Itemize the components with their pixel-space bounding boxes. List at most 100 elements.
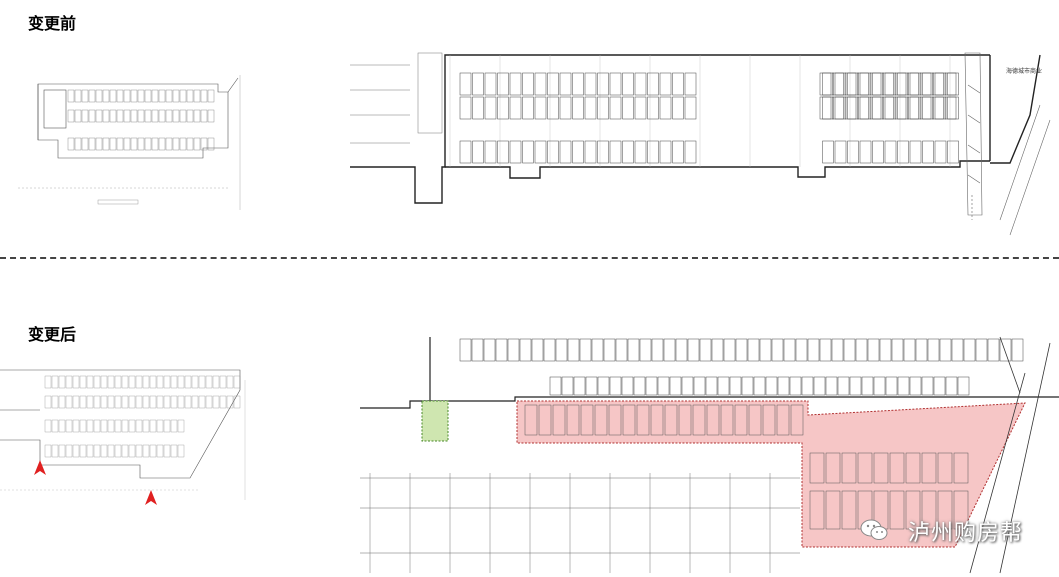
parking-stall: [572, 72, 584, 96]
parking-stall: [151, 137, 159, 151]
parking-stall: [953, 452, 969, 484]
parking-stall: [584, 96, 597, 120]
parking-stall: [130, 109, 138, 123]
parking-stall: [200, 109, 208, 123]
parking-stall: [86, 419, 94, 433]
parking-stall: [844, 72, 857, 96]
parking-stall: [934, 72, 947, 96]
parking-stall: [226, 375, 234, 389]
parking-stall: [165, 109, 173, 123]
parking-stall: [114, 395, 122, 409]
parking-stall: [100, 375, 108, 389]
parking-stall: [597, 72, 609, 96]
parking-stall: [844, 96, 857, 120]
parking-stall: [198, 395, 206, 409]
parking-stall: [720, 404, 734, 436]
parking-stall: [184, 375, 192, 389]
parking-stall: [100, 419, 108, 433]
parking-stall: [748, 404, 762, 436]
parking-stall: [921, 452, 937, 484]
parking-stall: [622, 404, 636, 436]
parking-stall: [128, 395, 136, 409]
parking-stall: [193, 89, 201, 103]
parking-stall: [735, 338, 748, 362]
parking-stall: [825, 490, 841, 530]
parking-stall: [869, 96, 882, 120]
parking-stall: [585, 376, 598, 396]
parking-stall: [723, 338, 736, 362]
parking-stall: [849, 376, 862, 396]
parking-stall: [130, 137, 138, 151]
parking-stall: [128, 375, 136, 389]
parking-stall: [891, 338, 904, 362]
parking-stall: [142, 444, 150, 458]
parking-stall: [522, 140, 534, 164]
parking-stall: [51, 419, 59, 433]
parking-stall: [51, 375, 59, 389]
parking-stall: [555, 338, 568, 362]
parking-stall: [219, 375, 227, 389]
parking-stall: [114, 419, 122, 433]
parking-stall: [717, 376, 730, 396]
parking-stall: [819, 338, 832, 362]
parking-stall: [947, 72, 959, 96]
parking-stall: [795, 338, 808, 362]
parking-stall: [919, 72, 932, 96]
parking-stall: [944, 72, 957, 96]
parking-stall: [609, 376, 622, 396]
parking-stall: [627, 338, 640, 362]
parking-stall: [509, 72, 522, 96]
parking-stall: [79, 395, 87, 409]
parking-stall: [684, 72, 697, 96]
parking-stall: [608, 404, 622, 436]
parking-stall: [651, 338, 664, 362]
parking-stall: [822, 96, 834, 120]
parking-stall: [107, 444, 115, 458]
parking-stall: [872, 96, 884, 120]
parking-stall: [855, 338, 868, 362]
parking-stall: [566, 404, 580, 436]
parking-stall: [67, 137, 75, 151]
parking-stall: [538, 404, 552, 436]
parking-stall: [621, 376, 634, 396]
parking-stall: [102, 89, 110, 103]
parking-stall: [987, 338, 1000, 362]
parking-stall: [580, 404, 594, 436]
parking-stall: [128, 444, 136, 458]
parking-stall: [472, 140, 484, 164]
parking-stall: [158, 137, 166, 151]
parking-stall: [597, 96, 609, 120]
parking-stall: [135, 395, 143, 409]
parking-stall: [233, 395, 241, 409]
parking-stall: [186, 109, 194, 123]
parking-stall: [897, 72, 909, 96]
parking-stall: [572, 140, 584, 164]
parking-stall: [151, 109, 159, 123]
parking-stall: [672, 72, 684, 96]
parking-stall: [93, 395, 101, 409]
parking-stall: [170, 395, 178, 409]
parking-stall: [65, 375, 73, 389]
parking-stall: [657, 376, 670, 396]
parking-stall: [861, 376, 874, 396]
watermark-text: 泸州购房帮: [907, 521, 1023, 546]
parking-stall: [837, 376, 850, 396]
parking-stall: [212, 375, 220, 389]
parking-stall: [179, 89, 187, 103]
parking-stall: [819, 72, 832, 96]
parking-stall: [144, 137, 152, 151]
parking-stall: [765, 376, 778, 396]
parking-stall: [932, 72, 944, 96]
parking-stall: [172, 89, 180, 103]
parking-stall: [531, 338, 544, 362]
parking-stall: [79, 375, 87, 389]
parking-stall: [636, 404, 650, 436]
parking-stall: [170, 375, 178, 389]
parking-stall: [184, 395, 192, 409]
parking-stall: [859, 140, 872, 164]
parking-stall: [149, 395, 157, 409]
parking-stall: [692, 404, 706, 436]
parking-stall: [561, 376, 574, 396]
parking-stall: [156, 375, 164, 389]
parking-stall: [905, 490, 921, 530]
